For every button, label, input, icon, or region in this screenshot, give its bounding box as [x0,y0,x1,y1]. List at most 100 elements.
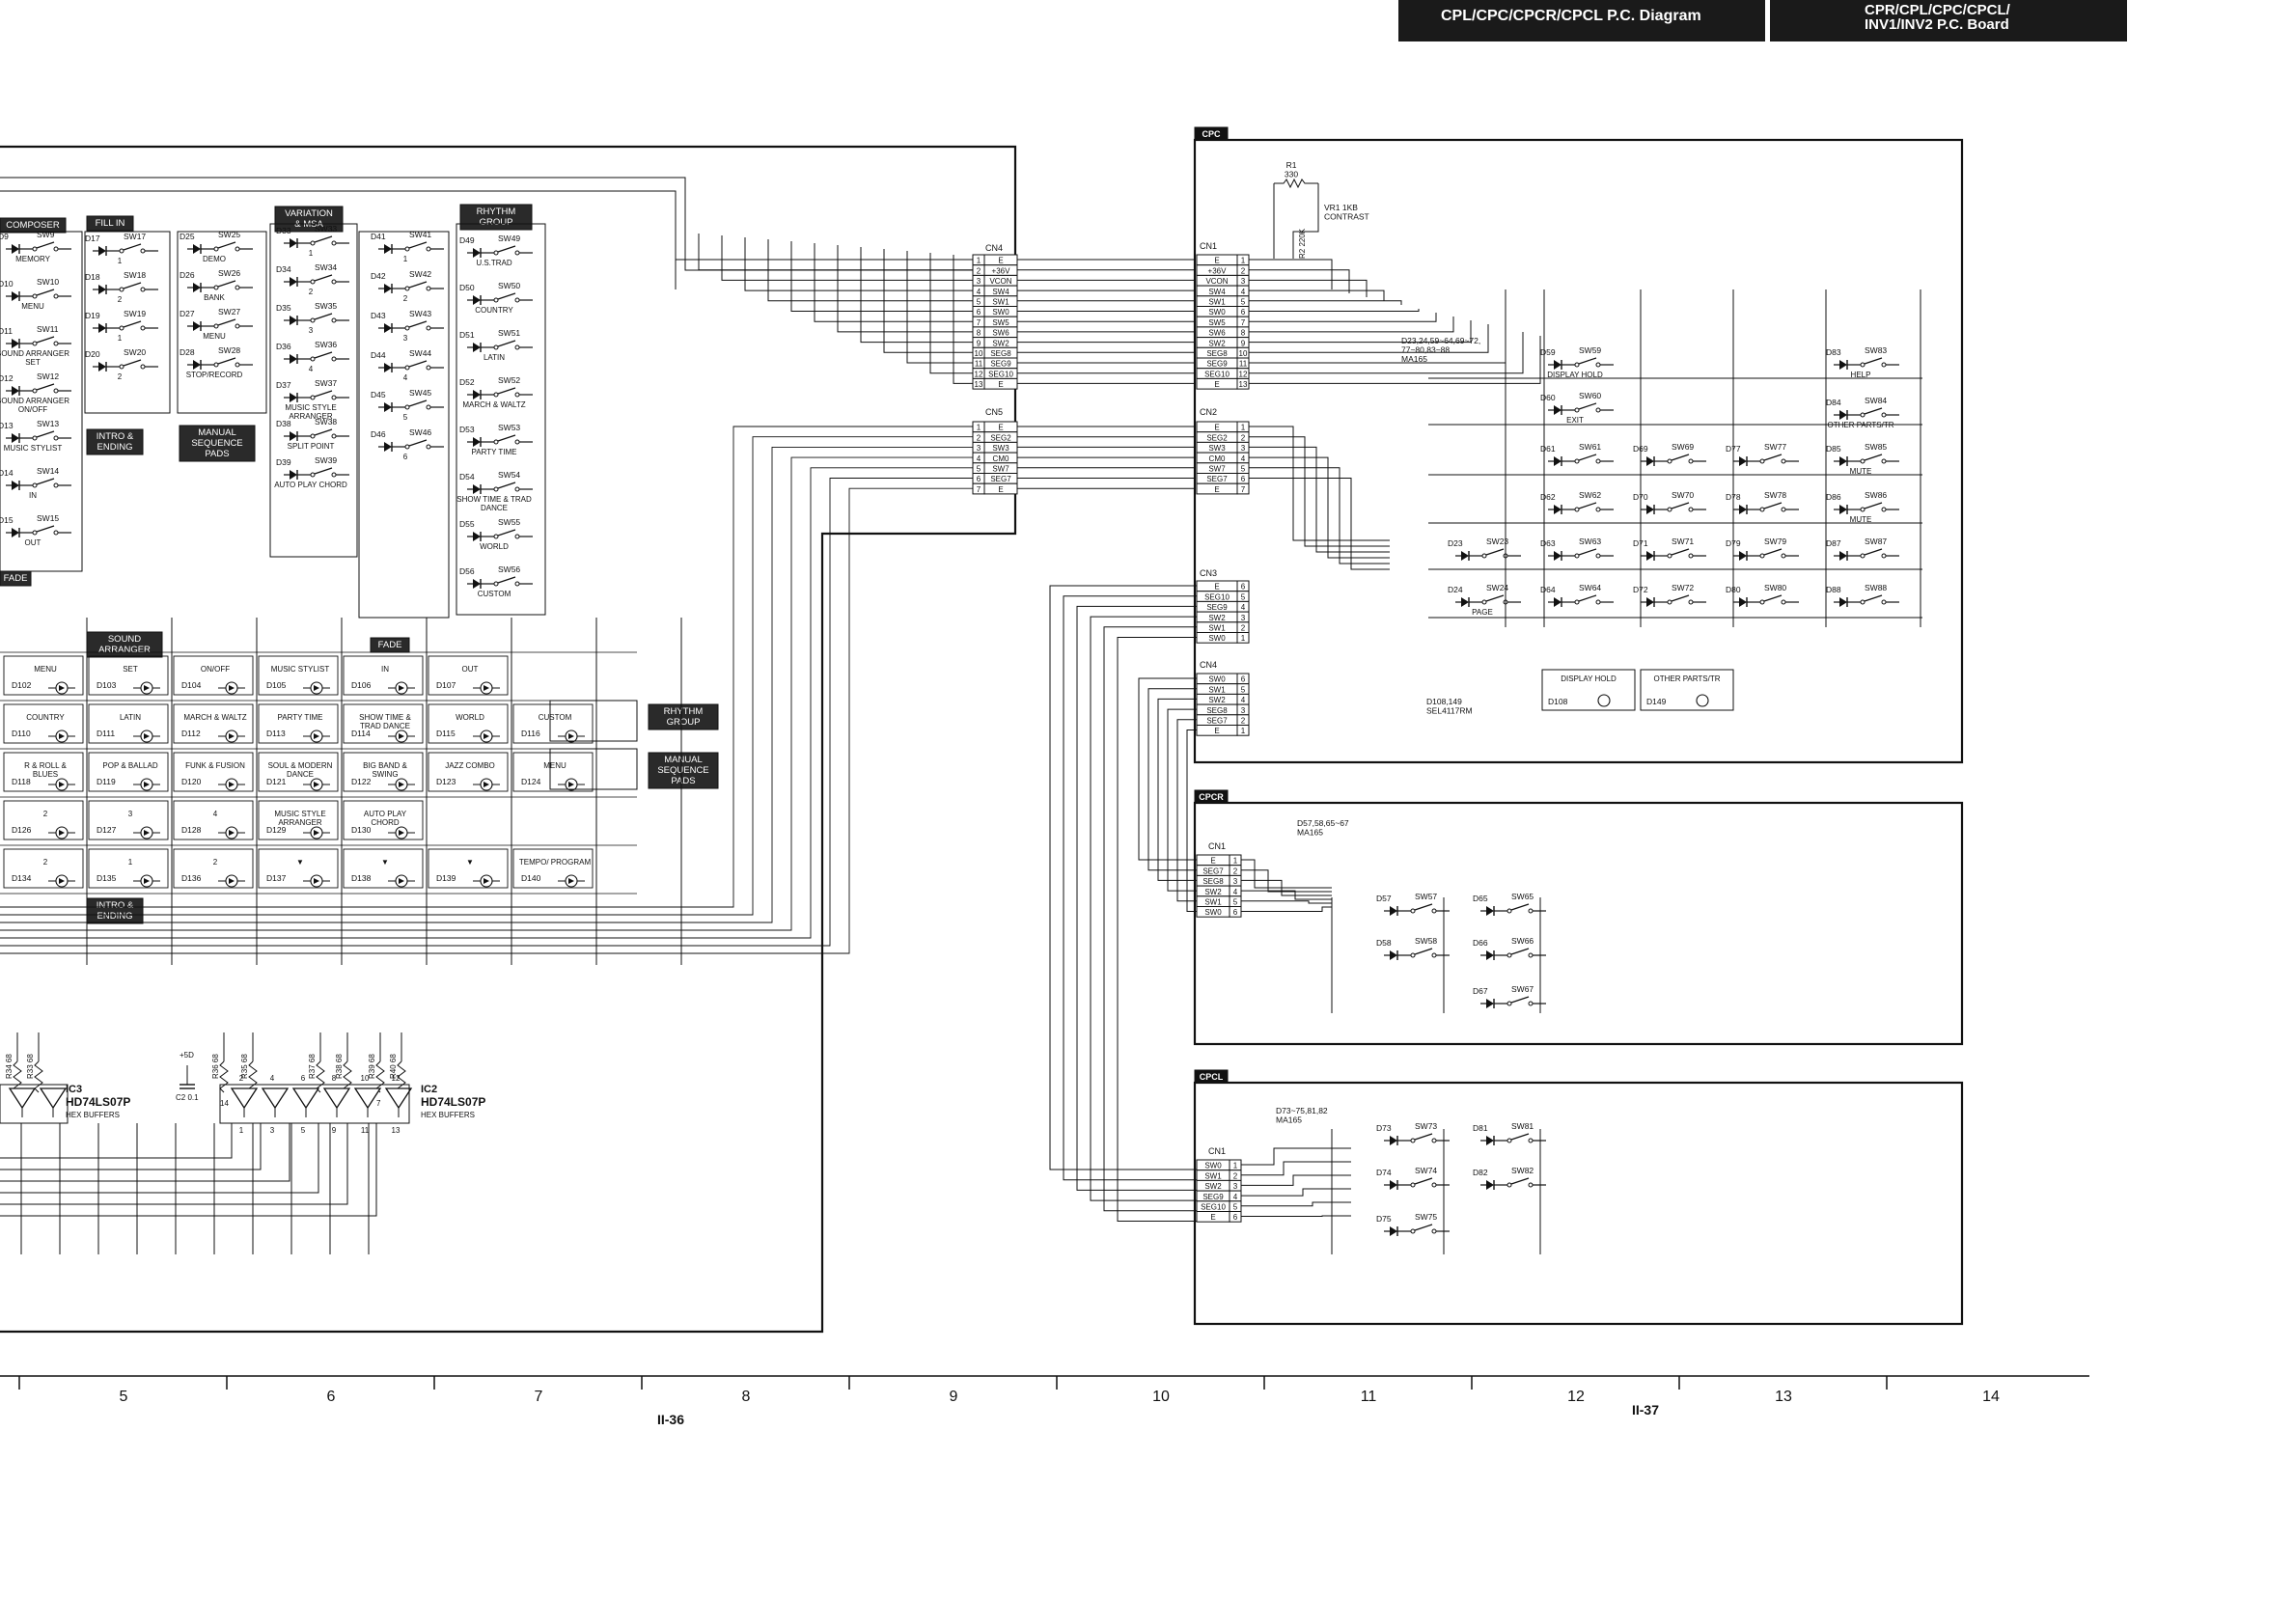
led-label: MENU [543,761,567,770]
switch-ref: SW33 [315,224,337,234]
diode-symbol [1839,505,1847,514]
wire [1249,328,1506,364]
connector-pin-number: 4 [1241,288,1246,296]
diode-ref: D10 [0,279,14,289]
led-cell-frame [1640,669,1734,711]
led-label: ▼ [296,858,304,867]
switch-contact [32,388,38,394]
switch-contact [1881,507,1887,512]
led-label: OTHER PARTS/TR [1653,674,1720,683]
connector-pin-number: 5 [1233,1203,1238,1212]
diode-symbol [12,291,19,301]
diode-ref: D39 [276,457,291,467]
connector-pin-number: 3 [1241,277,1246,286]
cpcl-cn1 [1196,1159,1242,1223]
connector-pin-number: 12 [975,370,983,378]
switch-column-frame [358,231,450,619]
led-label: CHORD [371,818,400,827]
wire [675,232,973,261]
connector-pin-label: SW2 [1208,614,1226,622]
led-arrow [314,782,319,787]
led-cell-frame [88,800,169,840]
ic-pin-number: 13 [392,1126,401,1135]
led-label: SET [123,665,138,674]
switch-ref: SW28 [218,345,240,355]
switch-contact [1528,1182,1534,1188]
diode-ref: D86 [1826,492,1841,502]
switch-sw13 [12,433,59,443]
switch-lever [408,360,428,368]
inter-board-wire [1147,688,1197,871]
switch-lever [36,289,55,296]
led-cell-frame [173,655,254,696]
ic3-frame [0,1084,69,1124]
connector-pin-number: 8 [977,329,981,338]
label-variation-msa-text: VARIATION [285,208,333,219]
led-label: 2 [43,858,48,867]
switch-contact [235,362,240,368]
led-label: 2 [213,858,218,867]
led-label: TEMPO/ PROGRAM [519,858,592,867]
led-arrow [229,878,235,884]
inter-board-wire [1076,605,1197,1191]
switch-contact [1595,507,1601,512]
switch-ref: SW81 [1511,1121,1534,1131]
diode-symbol [193,283,201,292]
diode-symbol [384,442,392,452]
switch-contact [1574,362,1580,368]
diode-ref: D51 [459,330,475,340]
led-ref: D105 [266,680,287,690]
diode-ref: D85 [1826,444,1841,454]
switch-lever [497,387,516,395]
switch-ref: SW80 [1764,583,1786,592]
connector-pin-label: SEG10 [1204,370,1230,378]
switch-sw66 [1486,950,1534,960]
wire [1249,289,1385,301]
connector-pin-label: SEG8 [990,349,1011,358]
switch-contact [235,246,240,252]
diode-ref: D66 [1473,938,1488,948]
ic-pin-number: 12 [392,1074,401,1083]
wire [0,446,973,923]
diode-ref: D55 [459,519,475,529]
switch-ref: SW61 [1579,442,1601,452]
connector-pin-label: SW2 [1204,1182,1222,1191]
switch-lever [1414,1224,1433,1231]
led-label: OUT [462,665,479,674]
connector-pin-number: 6 [1241,475,1246,483]
switch-contact [53,246,59,252]
connector-pin-number: 11 [975,360,983,369]
diode-symbol [1486,1180,1494,1190]
switch-label: 3 [403,334,408,343]
connector-pin-number: 5 [1241,298,1246,307]
led-ref: D108 [1548,697,1568,706]
switch-label: 6 [403,453,408,461]
switch-contact [426,404,431,410]
switch-contact [119,248,124,254]
switch-contact [235,285,240,290]
diode-ref: D87 [1826,538,1841,548]
led-cell-frame [343,655,424,696]
switch-sw19 [98,323,146,333]
switch-ref: SW85 [1865,442,1887,452]
switch-sw81 [1486,1136,1534,1145]
wire [0,467,973,939]
switch-lever [497,292,516,300]
connector-pin-label: E [1214,727,1219,735]
led-arrow [144,878,150,884]
led-label: ARRANGER [278,818,322,827]
board-tag [1194,126,1229,141]
switch-label: MARCH & WALTZ [462,400,525,409]
switch-sw20 [98,362,146,372]
switch-lever [1414,1133,1433,1141]
switch-label: 1 [118,334,123,343]
switch-column-frame [269,223,358,558]
diode-symbol [193,321,201,331]
led-arrow [399,878,404,884]
connector-pin-number: 4 [1241,454,1246,463]
switch-label: HELP [1851,371,1871,379]
label-rhythm-group-right [648,703,719,730]
switch-label: U.S.TRAD [476,259,512,267]
switch-ref: SW79 [1764,537,1786,546]
label-rhythm-group-right-text: GROUP [667,717,701,728]
